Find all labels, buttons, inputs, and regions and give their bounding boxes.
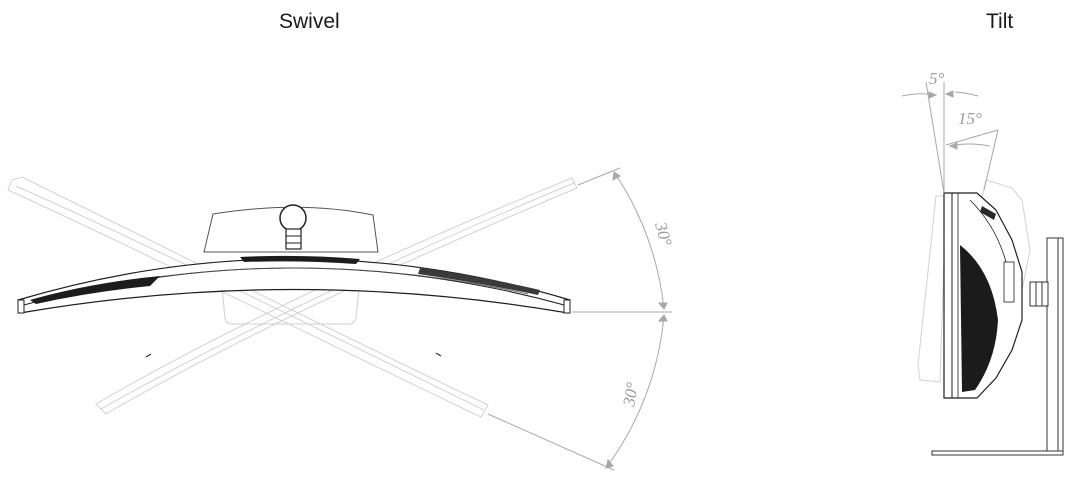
tilt-stand	[931, 237, 1064, 456]
swivel-dimension-lines	[487, 167, 672, 471]
swivel-angle-left-label: 30°	[619, 381, 642, 409]
curved-monitor-top-view	[17, 255, 571, 314]
tilt-dimension-lines	[901, 81, 999, 194]
monitor-side-profile	[943, 192, 1023, 399]
stand-base-outline	[220, 277, 361, 325]
tilt-angle-back-label: 15°	[958, 109, 982, 128]
swivel-title: Swivel	[279, 10, 340, 33]
swivel-angle-right-label: 30°	[651, 219, 676, 248]
tilt-title: Tilt	[986, 10, 1014, 33]
swivel-ghost-rotated-left	[7, 176, 489, 418]
tilt-ghost-forward	[917, 195, 947, 383]
pivot-shaft	[285, 228, 302, 250]
pivot-knob	[279, 204, 307, 232]
swivel-diagram: 30° 30°	[7, 167, 676, 471]
tilt-diagram: 5° 15°	[901, 69, 1064, 456]
tilt-angle-forward-label: 5°	[929, 69, 945, 88]
